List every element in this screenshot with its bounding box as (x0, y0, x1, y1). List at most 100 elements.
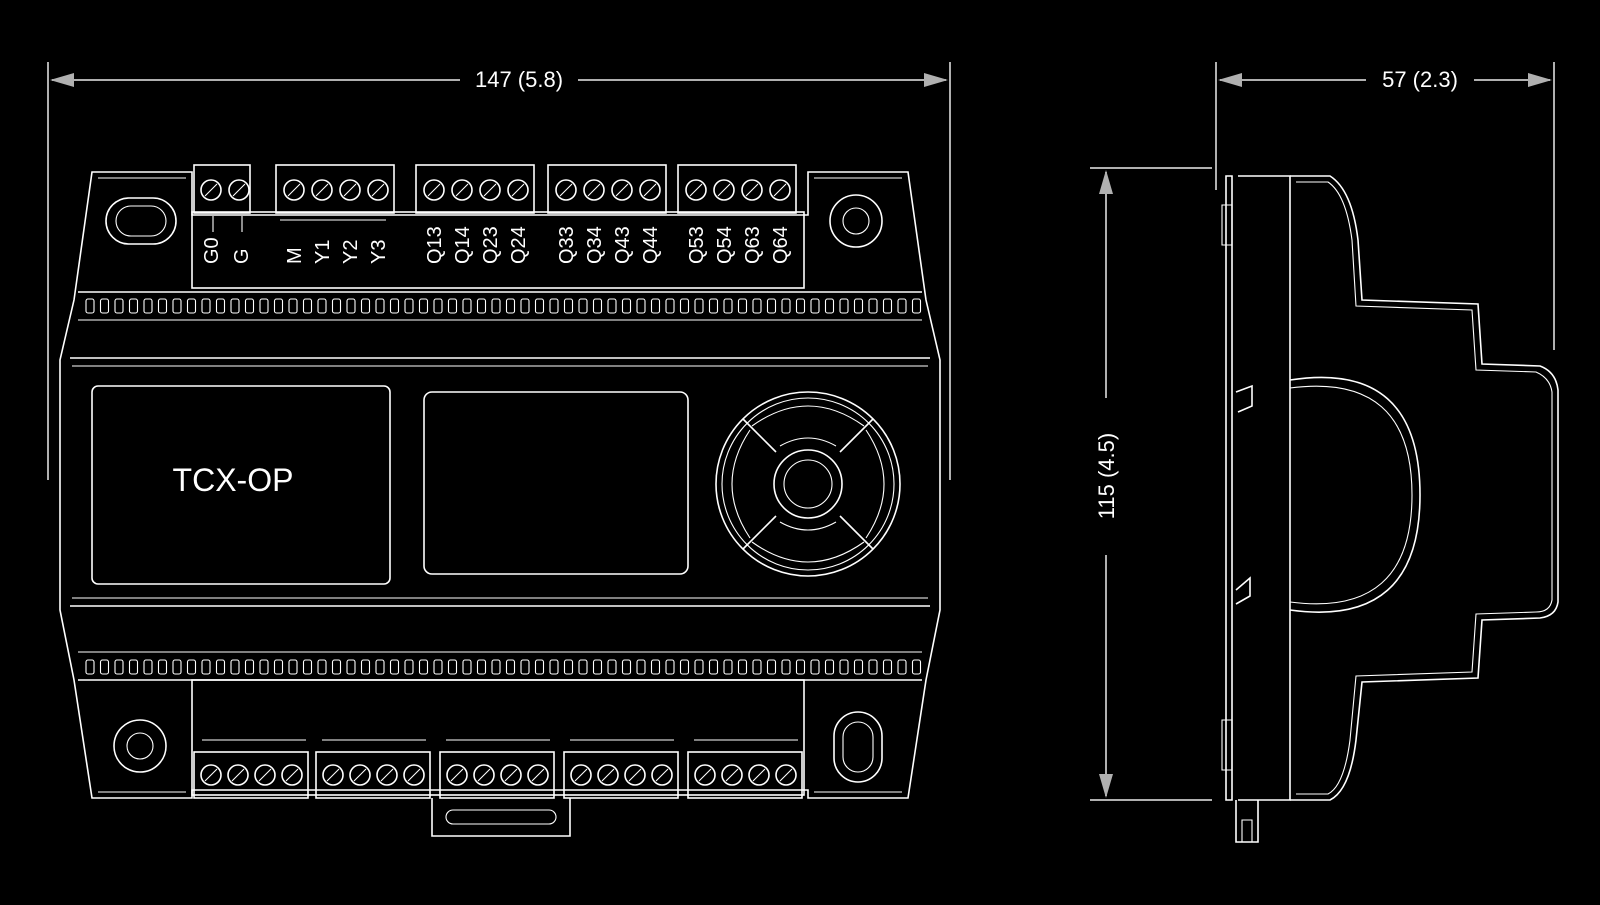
terminal-label-top: Q64 (770, 226, 792, 264)
keypad-center-button (773, 449, 843, 519)
terminal-label-top: G0 (201, 237, 223, 264)
vent-slot (157, 298, 168, 314)
terminal-label-top: Q43 (612, 226, 634, 264)
height-label: 115 (4.5) (1094, 433, 1119, 519)
terminal-label-top: Q34 (584, 226, 606, 264)
mounting-hole-top-left (105, 197, 177, 245)
terminal-screw-icon (741, 179, 763, 201)
height-dimension: 115 (4.5) (1090, 167, 1212, 801)
terminal-label-top: Q14 (452, 226, 474, 264)
vent-slot (853, 298, 864, 314)
vent-slot (360, 659, 371, 675)
vent-slot (607, 659, 617, 675)
terminal-screw-icon (254, 764, 276, 786)
terminal-screw-icon (349, 764, 371, 786)
vent-slot (418, 659, 429, 675)
vent-slot (186, 659, 197, 675)
vent-slot (85, 298, 95, 314)
terminal-screw-icon (694, 764, 716, 786)
vent-slot (824, 298, 835, 314)
terminal-screw-icon (479, 179, 501, 201)
vent-slot (578, 659, 588, 675)
terminal-group-top-1: G0 G (193, 164, 253, 264)
vent-slot (636, 659, 646, 675)
vent-slot (215, 298, 226, 314)
vent-slot (723, 659, 733, 675)
vent-slot (694, 298, 704, 314)
terminal-screw-icon (624, 764, 646, 786)
terminal-group-top-5: Q53 Q54 Q63 Q64 (677, 164, 797, 264)
terminal-screw-icon (283, 179, 305, 201)
vent-slot (143, 659, 153, 675)
vent-slot (665, 659, 675, 675)
vent-slot (839, 298, 849, 314)
terminal-label-top: Q44 (640, 226, 662, 264)
vent-slot (462, 298, 472, 314)
terminal-screw-icon (367, 179, 389, 201)
navigation-keypad (715, 391, 901, 577)
terminal-label-top: Y1 (312, 240, 334, 264)
terminal-label-top: Q24 (508, 226, 530, 264)
terminal-label-top: Q63 (742, 226, 764, 264)
vent-slot (447, 659, 458, 675)
vent-slot (244, 659, 255, 675)
vent-slot (679, 659, 690, 675)
vent-slot (766, 298, 777, 314)
vent-slot (520, 659, 530, 675)
vent-slot (592, 298, 603, 314)
vent-slot (172, 298, 182, 314)
terminal-screw-icon (322, 764, 344, 786)
vent-slot (491, 659, 501, 675)
vent-slot (607, 298, 617, 314)
vent-slot (447, 298, 458, 314)
terminal-screw-icon (611, 179, 633, 201)
vent-slot (85, 659, 95, 675)
vent-slot (897, 659, 907, 675)
vent-slot (114, 298, 124, 314)
vent-slot (215, 659, 226, 675)
vent-slot (737, 298, 748, 314)
terminal-screw-icon (639, 179, 661, 201)
vent-slot (389, 298, 400, 314)
vent-slot (563, 298, 574, 314)
mounting-hole-bottom-right (833, 711, 883, 783)
vent-slot (839, 659, 849, 675)
terminal-screw-icon (555, 179, 577, 201)
terminal-screw-icon (423, 179, 445, 201)
vent-slot (99, 298, 110, 314)
vent-slot (244, 298, 255, 314)
din-clip-tab (431, 798, 571, 837)
front-view: G0 G M Y1 Y2 Y3 Q13 Q14 Q23 Q24 (59, 164, 941, 837)
vent-slot (114, 659, 124, 675)
vent-slot (346, 298, 356, 314)
vent-slot (636, 298, 646, 314)
vent-slot (578, 298, 588, 314)
terminal-screw-icon (200, 179, 222, 201)
vent-slot (331, 298, 342, 314)
vent-slot (317, 659, 327, 675)
vent-slot (128, 298, 139, 314)
width-dimension: 147 (5.8) (47, 62, 951, 480)
vent-slot (230, 298, 240, 314)
vent-slot (302, 298, 313, 314)
depth-label: 57 (2.3) (1382, 67, 1458, 92)
vent-slot (476, 298, 487, 314)
vent-slot (810, 659, 820, 675)
vent-slot (810, 298, 820, 314)
terminal-screw-icon (597, 764, 619, 786)
vent-slot (520, 298, 530, 314)
vent-slot (737, 659, 748, 675)
vent-slot (128, 659, 139, 675)
vent-slot (853, 659, 864, 675)
terminal-screw-icon (403, 764, 425, 786)
terminal-screw-icon (451, 179, 473, 201)
terminal-screw-icon (227, 764, 249, 786)
vent-slot (389, 659, 400, 675)
vent-row-bottom (85, 659, 922, 675)
terminal-group-top-3: Q13 Q14 Q23 Q24 (415, 164, 535, 264)
mounting-hole-top-right (829, 194, 883, 248)
display-window (423, 391, 689, 575)
vent-slot (795, 659, 806, 675)
